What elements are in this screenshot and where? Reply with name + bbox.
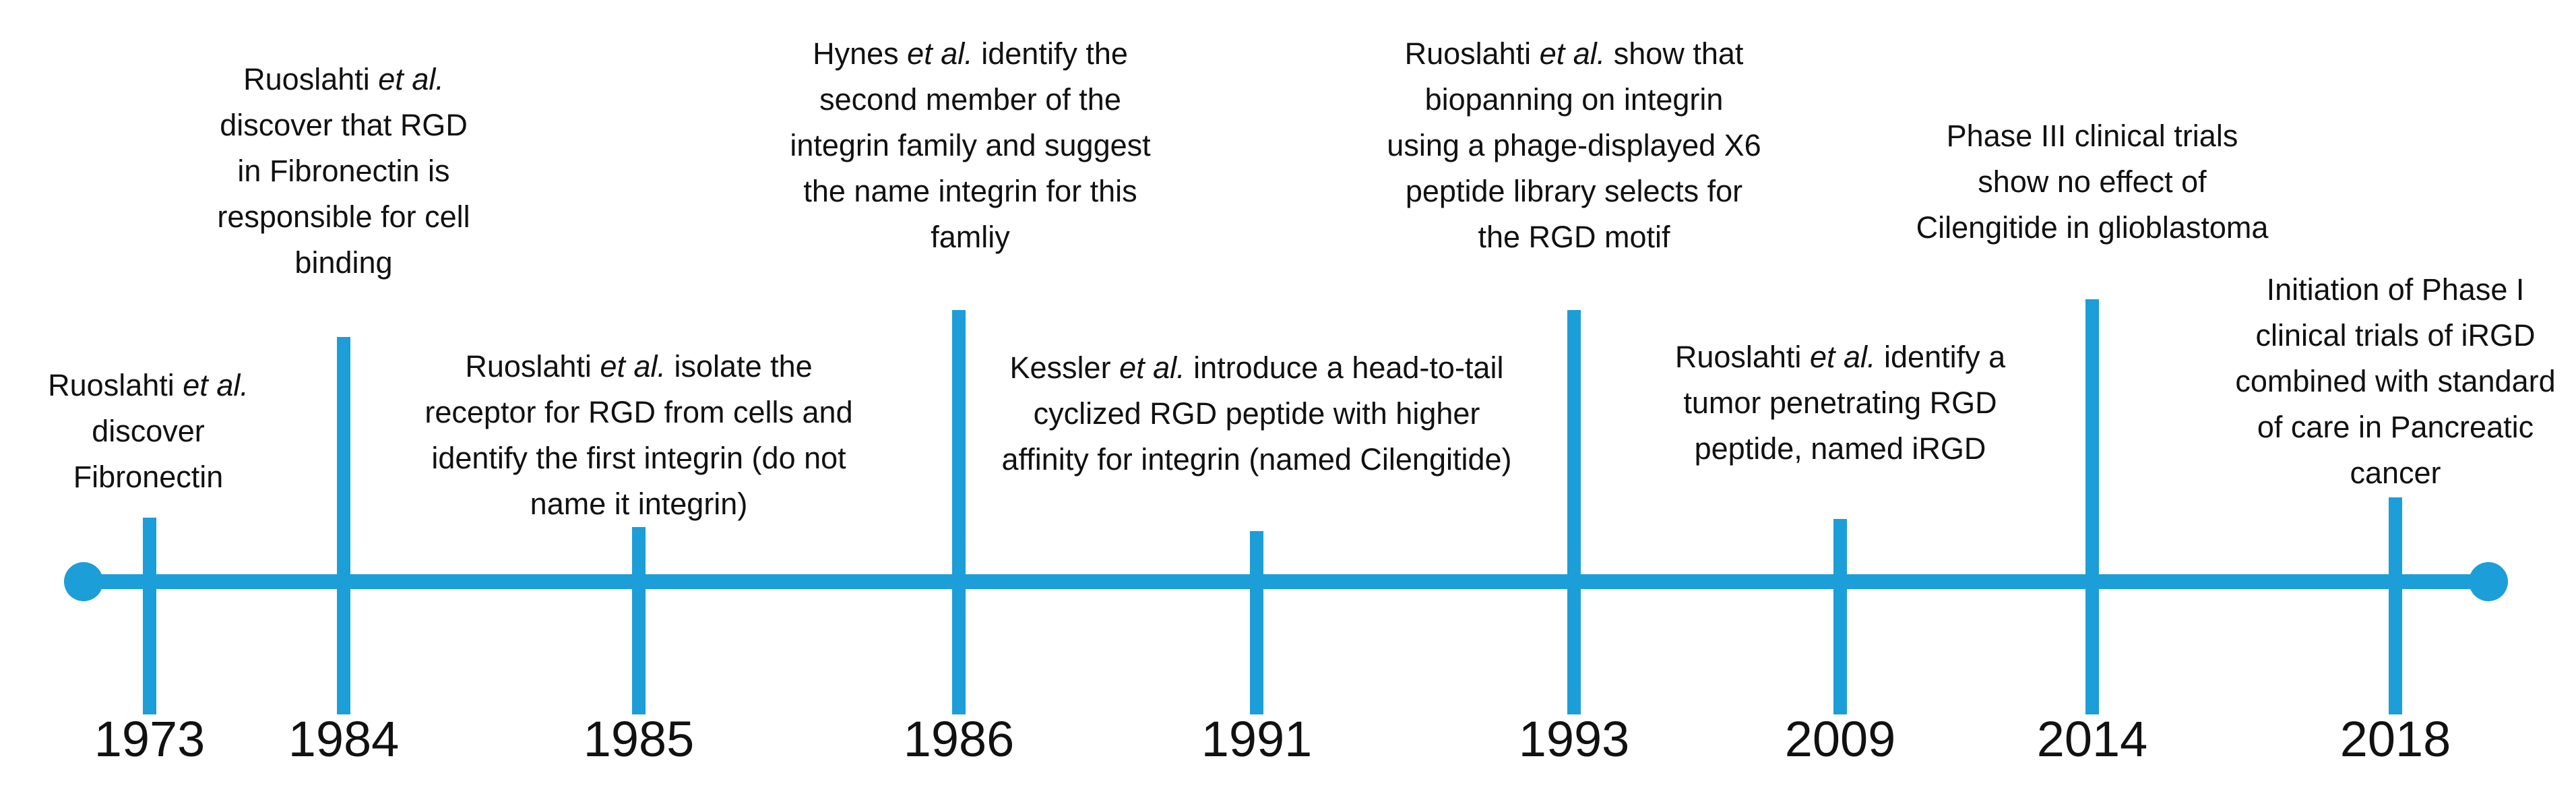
year-label-2014: 2014 [2036,711,2148,767]
event-author: Ruoslahti [1674,340,1802,374]
year-label-2018: 2018 [2339,711,2451,767]
year-label-1984: 1984 [288,711,400,767]
event-etal: et al. [183,368,249,402]
event-author: Ruoslahti [243,62,370,96]
year-label-1973: 1973 [94,711,206,767]
event-1986: Hynes et al. identify the second member … [775,31,1166,260]
year-label-1993: 1993 [1518,711,1630,767]
event-2018: Initiation of Phase I clinical trials of… [2224,267,2567,496]
timeline-end-dot [2469,562,2508,601]
event-text: discover Fibronectin [73,414,224,494]
event-1973: Ruoslahti et al. discover Fibronectin [13,363,283,500]
event-text: isolate the receptor for RGD from cells … [425,349,853,521]
year-label-1991: 1991 [1201,711,1313,767]
event-2014: Phase III clinical trials show no effect… [1907,113,2277,251]
year-label-2009: 2009 [1784,711,1896,767]
event-etal: et al. [378,62,444,96]
event-1991: Kessler et al. introduce a head-to-tail … [1001,345,1513,483]
tick-2009 [1833,519,1847,714]
event-text: discover that RGD in Fibronectin is resp… [217,108,470,280]
year-label-1985: 1985 [583,711,695,767]
event-text: Initiation of Phase I clinical trials of… [2235,272,2556,490]
event-text: show that biopanning on integrin using a… [1387,36,1761,254]
event-1985: Ruoslahti et al. isolate the receptor fo… [416,344,861,527]
event-1993: Ruoslahti et al. show that biopanning on… [1385,31,1763,260]
tick-1984 [337,337,350,714]
event-text: Phase III clinical trials show no effect… [1916,119,2269,245]
event-author: Ruoslahti [48,368,175,402]
event-text: identify the second member of the integr… [790,36,1151,254]
event-2009: Ruoslahti et al. identify a tumor penetr… [1658,334,2022,472]
event-etal: et al. [600,349,666,383]
event-etal: et al. [1539,36,1606,71]
tick-2014 [2085,299,2099,714]
tick-1973 [143,518,156,714]
event-etal: et al. [1119,350,1185,385]
tick-1986 [952,310,966,714]
event-author: Ruoslahti [1404,36,1532,71]
event-text: introduce a head-to-tail cyclized RGD pe… [1001,350,1512,477]
event-etal: et al. [1809,340,1876,374]
event-1984: Ruoslahti et al. discover that RGD in Fi… [209,57,478,286]
event-etal: et al. [907,36,973,71]
timeline-start-dot [64,562,103,601]
tick-1985 [632,527,646,714]
event-text: identify a tumor penetrating RGD peptide… [1683,340,2006,466]
tick-1991 [1250,531,1263,714]
timeline-axis [84,574,2488,589]
event-author: Hynes [813,36,899,71]
tick-2018 [2389,497,2402,714]
event-author: Kessler [1009,350,1111,385]
event-author: Ruoslahti [465,349,592,383]
year-label-1986: 1986 [903,711,1015,767]
tick-1993 [1567,310,1581,714]
